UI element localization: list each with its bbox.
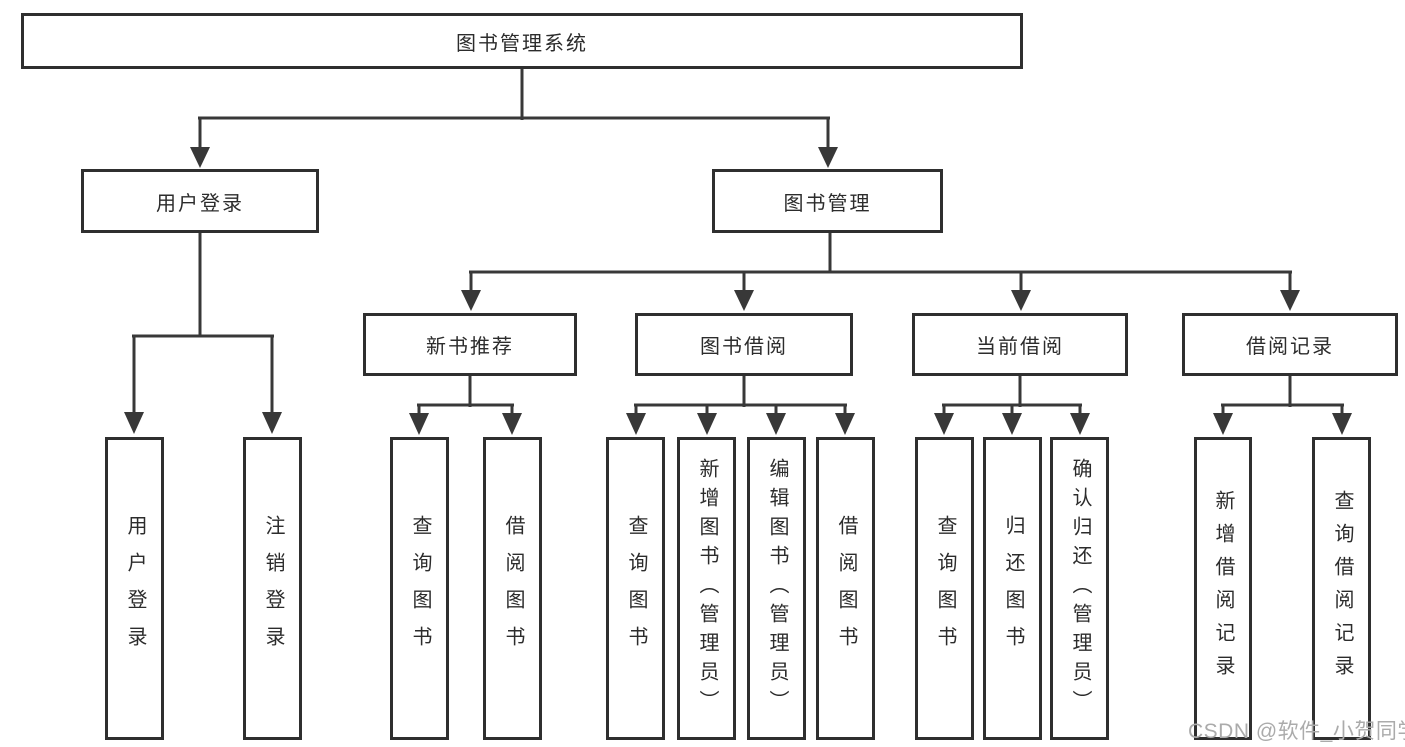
node-new-book-recommend: 新书推荐 [363,313,577,376]
leaf-query-book-recommend: 查询图书 [390,437,449,740]
connector-borrow-split [626,376,855,435]
leaf-borrow-book: 借阅图书 [816,437,875,740]
leaf-logout-login: 注销登录 [243,437,302,740]
leaf-query-book-borrow: 查询图书 [606,437,665,740]
node-root-system: 图书管理系统 [21,13,1023,69]
connector-recommend-split [409,376,522,435]
leaf-add-borrow-record: 新增借阅记录 [1194,437,1252,740]
node-book-management-label: 图书管理 [783,192,872,215]
node-borrow-record-label: 借阅记录 [1246,336,1334,358]
leaf-query-book-current: 查询图书 [915,437,974,740]
node-new-book-recommend-label: 新书推荐 [426,336,514,358]
node-user-login-label: 用户登录 [156,192,244,215]
connector-records-split [1213,376,1352,435]
connector-current-split [934,376,1090,435]
connector-book-mgmt-split [461,233,1300,311]
node-current-borrow-label: 当前借阅 [976,336,1064,358]
leaf-edit-book-admin: 编辑图书（管理员） [747,437,806,740]
leaf-user-login: 用户登录 [105,437,164,740]
node-book-borrow-label: 图书借阅 [700,336,788,358]
leaf-borrow-book-recommend: 借阅图书 [483,437,542,740]
leaf-query-borrow-record: 查询借阅记录 [1312,437,1371,740]
node-user-login: 用户登录 [81,169,319,233]
leaf-return-book: 归还图书 [983,437,1042,740]
node-current-borrow: 当前借阅 [912,313,1128,376]
node-book-management: 图书管理 [712,169,943,233]
node-borrow-record: 借阅记录 [1182,313,1398,376]
leaf-add-book-admin: 新增图书（管理员） [677,437,736,740]
node-root-system-label: 图书管理系统 [456,32,588,55]
csdn-watermark: CSDN @软件_小贺同学 [1188,720,1405,743]
connector-root-split [190,68,838,168]
node-book-borrow: 图书借阅 [635,313,853,376]
connector-user-login-split [124,233,282,434]
leaf-confirm-return-admin: 确认归还（管理员） [1050,437,1109,740]
